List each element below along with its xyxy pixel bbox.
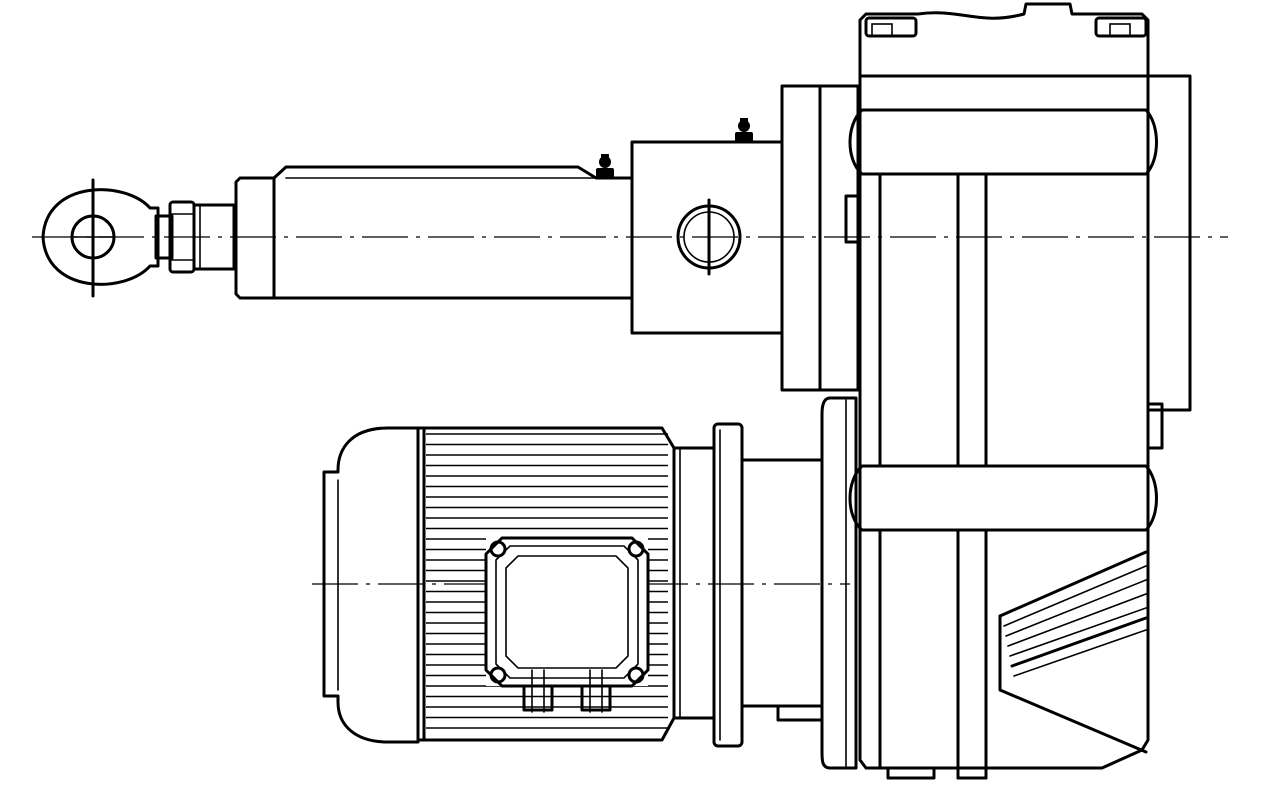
actuator-tube bbox=[234, 165, 634, 300]
motor-cooling-fins bbox=[426, 433, 668, 729]
gearbox-flange bbox=[780, 84, 860, 392]
terminal-box bbox=[484, 536, 650, 713]
motor-body bbox=[416, 426, 676, 742]
motor-adapter bbox=[672, 396, 858, 770]
center-lines bbox=[32, 236, 1228, 585]
gearbox-housing bbox=[848, 2, 1192, 780]
motor-fan-cover bbox=[322, 426, 420, 744]
grease-nipple-tube bbox=[596, 154, 614, 178]
grease-nipple-trunnion bbox=[735, 118, 753, 142]
lock-nut bbox=[154, 200, 236, 274]
rod-end-eye bbox=[41, 178, 160, 298]
